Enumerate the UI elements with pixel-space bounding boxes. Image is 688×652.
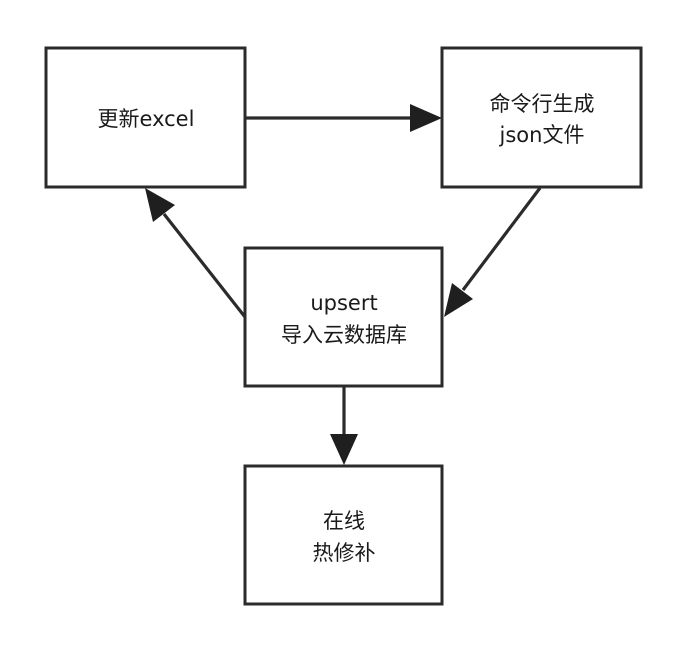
node-label-line-2: 热修补 [313,541,376,565]
node-label-line-1: 命令行生成 [490,92,595,116]
node-label: 更新excel [98,107,195,131]
node-online-hotfix: 在线 热修补 [243,464,444,606]
edge-upsert-to-update [162,213,247,318]
edges [145,104,542,465]
arrowhead-cli-to-upsert [444,283,473,317]
arrowhead-upsert-to-hotfix [330,434,358,465]
node-update-excel: 更新excel [44,46,247,189]
arrowhead-upsert-to-update [145,188,175,222]
node-cli-generate-json: 命令行生成 json文件 [440,46,643,189]
node-label-line-2: json文件 [499,123,585,147]
node-label-line-2: 导入云数据库 [281,323,407,347]
arrowhead-update-to-cli [410,104,442,132]
node-label-line-1: 在线 [323,509,365,533]
edge-cli-to-upsert [461,187,542,291]
node-box [440,46,643,189]
node-box [44,46,247,189]
node-upsert-import: upsert 导入云数据库 [243,246,444,388]
node-box [243,246,444,388]
node-box [243,464,444,606]
node-label-line-1: upsert [310,291,377,315]
